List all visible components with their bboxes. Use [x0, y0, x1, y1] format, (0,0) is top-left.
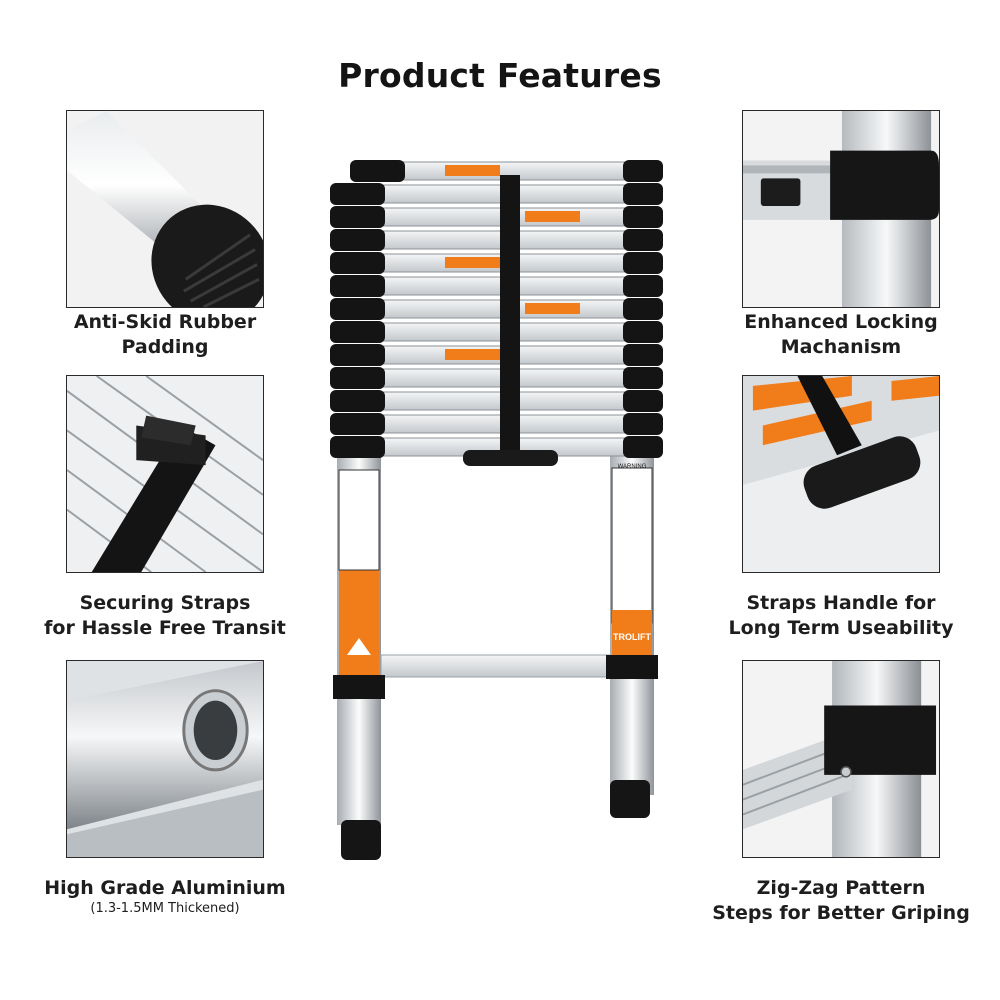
- brand-label: TROLIFT: [613, 632, 651, 642]
- right-rail-warning: [611, 467, 653, 624]
- rung-end-cap: [330, 298, 385, 320]
- zigzag-steps-caption: Zig-Zag Pattern Steps for Better Griping: [712, 876, 970, 926]
- rung-end-cap: [623, 206, 663, 228]
- ladder-illustration: TROLIFT WARNING: [330, 160, 663, 860]
- zigzag-steps-panel: [742, 660, 940, 858]
- rung-end-cap: [350, 160, 405, 182]
- caption-line: High Grade Aluminium: [44, 877, 286, 899]
- locking-clamp-icon: [743, 111, 939, 307]
- caption-line: Machanism: [780, 336, 902, 358]
- rung-end-cap: [623, 160, 663, 182]
- rung-end-cap: [330, 275, 385, 297]
- rung-end-cap: [330, 252, 385, 274]
- rung-end-cap: [330, 390, 385, 412]
- left-foot: [341, 820, 381, 860]
- rung-warning-sticker: [525, 211, 580, 222]
- rung-end-cap: [623, 229, 663, 251]
- caption-line: for Hassle Free Transit: [44, 617, 286, 639]
- step-clamp-icon: [743, 661, 939, 857]
- left-rail-instructions: [338, 469, 380, 571]
- mountain-logo-icon: [347, 638, 371, 655]
- telescopic-ladder-image: TROLIFT WARNING: [325, 150, 685, 870]
- caption-line: Securing Straps: [79, 592, 251, 614]
- rung-end-cap: [330, 206, 385, 228]
- aluminium-panel: [66, 660, 264, 858]
- left-rail-label: [339, 570, 379, 675]
- rung-end-cap: [330, 229, 385, 251]
- caption-line: Zig-Zag Pattern: [756, 877, 926, 899]
- rung-end-cap: [330, 183, 385, 205]
- right-rail-brand: [612, 610, 652, 655]
- strap-icon: [67, 376, 263, 572]
- page-title: Product Features: [338, 56, 662, 95]
- locking-panel: [742, 110, 940, 308]
- rung-warning-sticker: [445, 349, 500, 360]
- aluminium-caption: High Grade Aluminium (1.3-1.5MM Thickene…: [36, 876, 294, 917]
- rung-end-cap: [623, 321, 663, 343]
- rung-warning-sticker: [445, 165, 500, 176]
- rung-warning-sticker: [525, 303, 580, 314]
- caption-line: Anti-Skid Rubber: [73, 311, 257, 333]
- right-foot: [610, 780, 650, 818]
- left-clamp: [333, 675, 385, 699]
- rung-end-cap: [623, 298, 663, 320]
- rung-warning-sticker: [445, 257, 500, 268]
- strap-handle-panel: [742, 375, 940, 573]
- warning-label: WARNING: [618, 464, 647, 470]
- rung-end-cap: [623, 367, 663, 389]
- securing-straps-caption: Securing Straps for Hassle Free Transit: [36, 591, 294, 641]
- rung-end-cap: [330, 367, 385, 389]
- folded-rungs: [330, 160, 663, 458]
- anti-skid-caption: Anti-Skid Rubber Padding: [36, 310, 294, 360]
- strap-handle: [463, 450, 558, 466]
- caption-line: Padding: [121, 336, 209, 358]
- rung-end-cap: [330, 321, 385, 343]
- right-clamp: [606, 655, 658, 679]
- rung-end-cap: [623, 390, 663, 412]
- caption-line: Long Term Useability: [728, 617, 954, 639]
- rung-end-cap: [623, 344, 663, 366]
- rung-end-cap: [623, 275, 663, 297]
- locking-caption: Enhanced Locking Machanism: [712, 310, 970, 360]
- anti-skid-panel: [66, 110, 264, 308]
- rubber-foot-icon: [67, 111, 263, 307]
- caption-line: Straps Handle for: [746, 592, 936, 614]
- rung-end-cap: [623, 413, 663, 435]
- center-strap: [500, 175, 520, 460]
- rung-end-cap: [330, 413, 385, 435]
- securing-straps-panel: [66, 375, 264, 573]
- caption-note: (1.3-1.5MM Thickened): [90, 901, 240, 916]
- rung-end-cap: [623, 252, 663, 274]
- rung-end-cap: [623, 183, 663, 205]
- rung-end-cap: [330, 436, 385, 458]
- strap-handle-caption: Straps Handle for Long Term Useability: [712, 591, 970, 641]
- rung-end-cap: [330, 344, 385, 366]
- rung-end-cap: [623, 436, 663, 458]
- strap-handle-icon: [743, 376, 939, 572]
- aluminium-tube-icon: [67, 661, 263, 857]
- caption-line: Steps for Better Griping: [712, 902, 970, 924]
- bottom-rung: [380, 654, 611, 678]
- caption-line: Enhanced Locking: [744, 311, 938, 333]
